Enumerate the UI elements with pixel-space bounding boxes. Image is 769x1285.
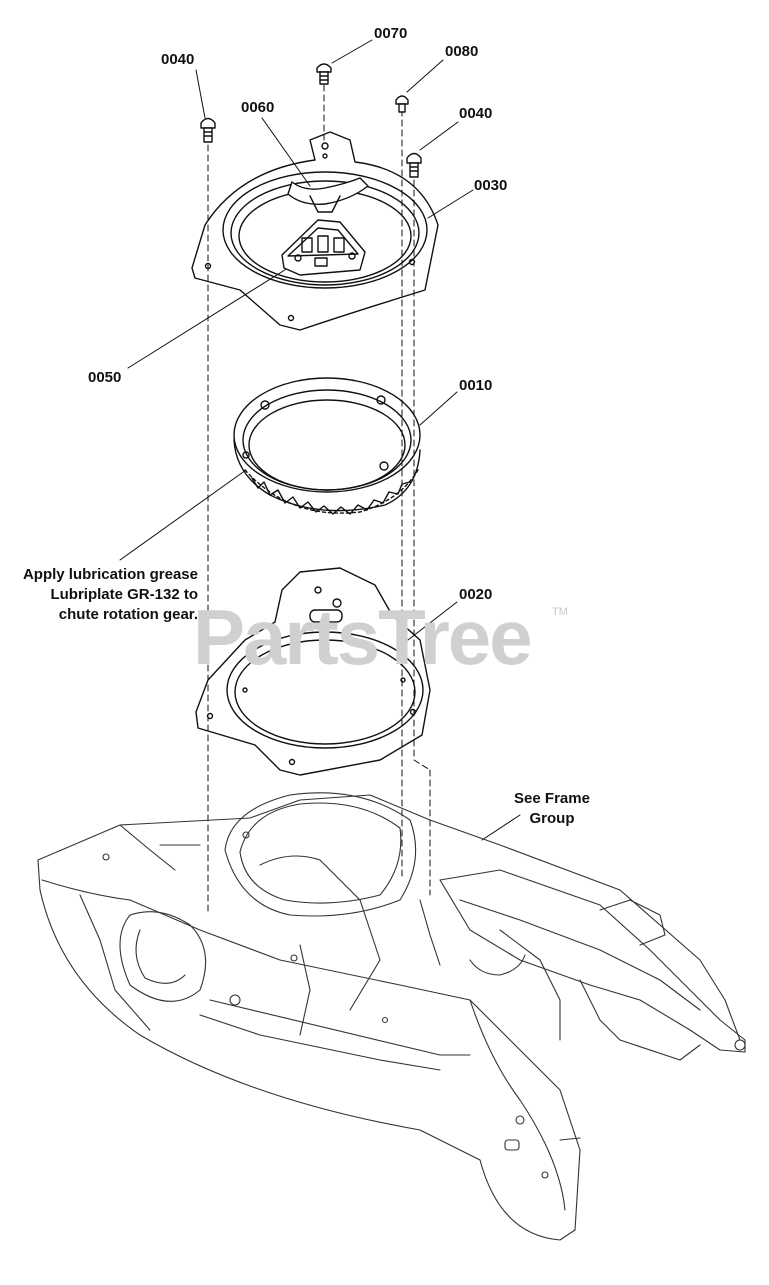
auger-housing-frame (37, 792, 746, 1241)
callout-0080: 0080 (445, 43, 479, 60)
partstree-watermark: PartsTree (193, 593, 533, 681)
leader-lines (119, 39, 521, 841)
callout-0040-right: 0040 (459, 105, 493, 122)
alignment-lines (207, 74, 431, 916)
grease-note-line-3: chute rotation gear. (58, 606, 198, 623)
screw-0070 (316, 63, 332, 85)
callout-0020: 0020 (459, 586, 493, 603)
frame-group-note: See Frame Group (510, 789, 594, 829)
grease-note-line-1: Apply lubrication grease (22, 566, 198, 583)
lower-plate-0020 (195, 567, 431, 776)
callout-0030: 0030 (474, 177, 508, 194)
frame-note-line-2: Group (529, 810, 575, 827)
gear-ring-0010 (233, 377, 421, 515)
callout-0060: 0060 (241, 99, 275, 116)
screw-0080 (395, 95, 409, 113)
grease-note: Apply lubrication grease Lubriplate GR-1… (20, 565, 198, 625)
grease-note-line-2: Lubriplate GR-132 to (50, 586, 198, 603)
triangle-block-0050 (281, 219, 366, 276)
spring-clip-0060 (287, 177, 369, 213)
screw-0040-right (406, 152, 422, 178)
callout-0040-left: 0040 (161, 51, 195, 68)
frame-note-line-1: See Frame (514, 790, 590, 807)
screw-0040-left (200, 117, 216, 143)
callout-0010: 0010 (459, 377, 493, 394)
callout-0050: 0050 (88, 369, 122, 386)
trademark-symbol: TM (552, 606, 568, 618)
callout-0070: 0070 (374, 25, 408, 42)
bracket-plate-0030 (191, 131, 439, 331)
